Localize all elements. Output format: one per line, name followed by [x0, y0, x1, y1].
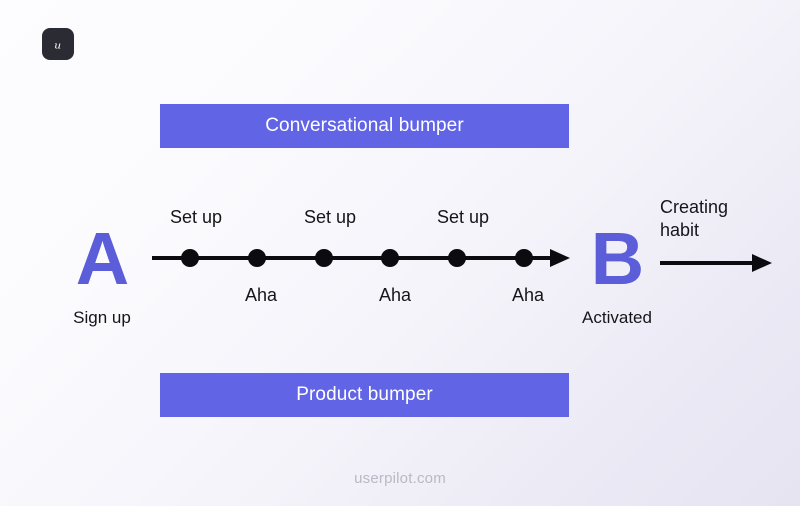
creating-habit-line-1: Creating	[660, 197, 729, 217]
footer-wordmark: userpilot.com	[354, 470, 446, 487]
milestone-b-caption: Activated	[582, 308, 652, 327]
step-label-aha-1: Aha	[244, 285, 278, 305]
step-label-setup-1: Set up	[169, 207, 223, 227]
timeline-node-1	[181, 249, 199, 267]
creating-habit-arrow-icon	[660, 254, 772, 273]
conversational-bumper-label: Conversational bumper	[265, 115, 464, 136]
milestone-a: A Sign up	[60, 222, 144, 328]
product-bumper-label: Product bumper	[296, 384, 433, 405]
userpilot-logo: ᵤ	[42, 28, 74, 60]
product-bumper-bar: Product bumper	[160, 373, 569, 417]
journey-timeline	[152, 239, 572, 279]
timeline-node-6	[515, 249, 533, 267]
step-label-setup-3: Set up	[436, 207, 490, 227]
creating-habit-line-2: habit	[660, 220, 700, 241]
timeline-node-5	[448, 249, 466, 267]
timeline-arrow-head-icon	[550, 249, 570, 267]
milestone-b: B Activated	[575, 222, 659, 328]
step-label-aha-3: Aha	[511, 285, 545, 305]
step-label-aha-2: Aha	[378, 285, 412, 305]
logo-u-icon: ᵤ	[54, 33, 62, 53]
timeline-axis-line	[152, 256, 552, 260]
milestone-b-letter: B	[590, 217, 644, 300]
timeline-node-4	[381, 249, 399, 267]
milestone-a-caption: Sign up	[73, 308, 131, 327]
timeline-node-2	[248, 249, 266, 267]
timeline-node-3	[315, 249, 333, 267]
milestone-a-letter: A	[75, 217, 129, 300]
creating-habit-arrow-line	[660, 261, 754, 266]
creating-habit-arrow-head	[752, 254, 772, 273]
creating-habit-group: Creating habit	[660, 196, 780, 273]
conversational-bumper-bar: Conversational bumper	[160, 104, 569, 148]
step-label-setup-2: Set up	[303, 207, 357, 227]
